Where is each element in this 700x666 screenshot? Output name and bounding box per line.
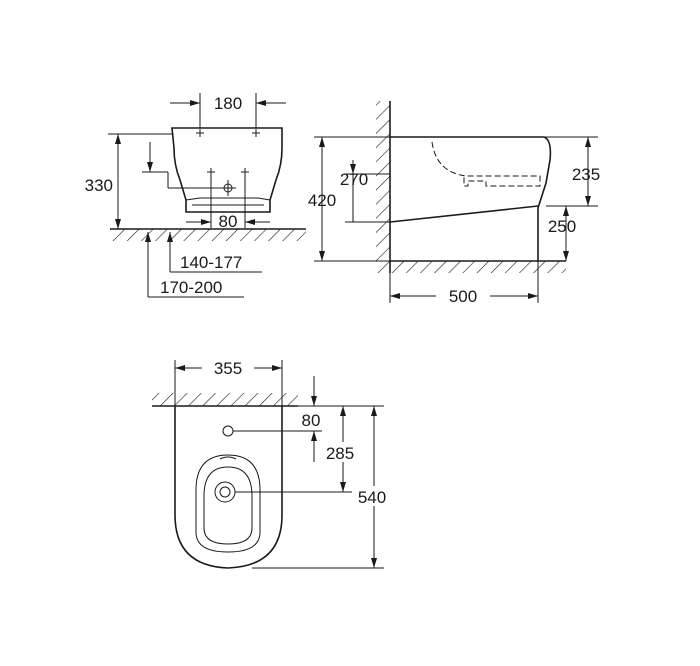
dim-80-arrow-left: [201, 219, 211, 225]
dim-180-arrow-left: [190, 100, 200, 106]
dim-270-arrow: [350, 164, 356, 174]
dim-285-label: 285: [326, 444, 354, 463]
dim-140-177-arrow: [167, 232, 173, 242]
dim-355-arrow-left: [175, 365, 185, 371]
top-bidet-outline: [174, 406, 283, 569]
dim-80-label: 80: [219, 212, 238, 231]
dim-330-arrow-bottom: [115, 219, 121, 229]
side-bidet-rim: [389, 205, 539, 223]
top-view: 355 80 285 540: [152, 357, 396, 569]
top-drain-outer: [214, 481, 236, 503]
dim-235-arrow-bottom: [585, 196, 591, 206]
dim-80b-arrow-top: [311, 396, 317, 406]
top-drain-inner: [219, 486, 231, 498]
dim-285-arrow-bottom: [340, 482, 346, 492]
front-bidet-base: [185, 197, 271, 201]
dim-540-label-bg: [352, 486, 396, 506]
mounting-cross-marks: [196, 129, 260, 196]
dim-235-label: 235: [572, 165, 600, 184]
dim-170-200-arrow: [145, 232, 151, 242]
dim-330-arrow-top: [115, 134, 121, 144]
dim-500-label: 500: [449, 287, 477, 306]
side-bidet-top: [390, 136, 552, 261]
front-floor-hatch: [110, 229, 306, 241]
dim-355-label-bg: [202, 357, 254, 377]
dim-500-arrow-right: [528, 293, 538, 299]
dim-500-arrow-left: [390, 293, 400, 299]
dim-540-arrow-top: [371, 406, 377, 416]
dim-355-arrow-right: [272, 365, 282, 371]
dim-420-label: 420: [308, 191, 336, 210]
dim-80-arrow-right: [245, 219, 255, 225]
dim-330-label: 330: [85, 176, 113, 195]
side-wall-hatch: [376, 101, 390, 273]
dim-285-label-bg: [318, 442, 362, 462]
top-bidet-bowl-inner: [203, 466, 253, 545]
dim-500-label-bg: [436, 285, 490, 305]
side-bowl-dashed: [431, 141, 541, 187]
top-bidet-bowl: [195, 454, 261, 553]
dim-180-label: 180: [214, 94, 242, 113]
dim-80b-arrow-bottom: [311, 431, 317, 441]
dim-270-label: 270: [340, 170, 368, 189]
dim-355-label: 355: [214, 359, 242, 378]
dim-540-arrow-bottom: [371, 558, 377, 568]
dim-180-arrow-right: [256, 100, 266, 106]
side-floor-hatch: [390, 261, 566, 273]
side-view: 270 420 235 250 500: [308, 101, 600, 306]
dim-420-arrow-bottom: [319, 251, 325, 261]
top-wall-hatch: [152, 393, 298, 406]
dim-hole-arrow: [147, 162, 153, 172]
dim-250-label: 250: [548, 217, 576, 236]
dim-80b-label: 80: [302, 411, 321, 430]
front-view: 180 330 80 140-177 170-200: [85, 93, 306, 298]
dim-420-arrow-top: [319, 137, 325, 147]
dim-540-label: 540: [358, 488, 386, 507]
dim-285-arrow-top: [340, 406, 346, 416]
dim-170-200-label: 170-200: [160, 278, 222, 297]
dim-250-arrow-bottom: [563, 251, 569, 261]
front-bidet-body: [171, 127, 283, 213]
top-overflow-notch: [219, 456, 237, 460]
top-tap-hole: [222, 425, 234, 437]
dim-235-arrow-top: [585, 137, 591, 147]
dim-140-177-label: 140-177: [180, 253, 242, 272]
dim-250-arrow-top: [563, 206, 569, 216]
